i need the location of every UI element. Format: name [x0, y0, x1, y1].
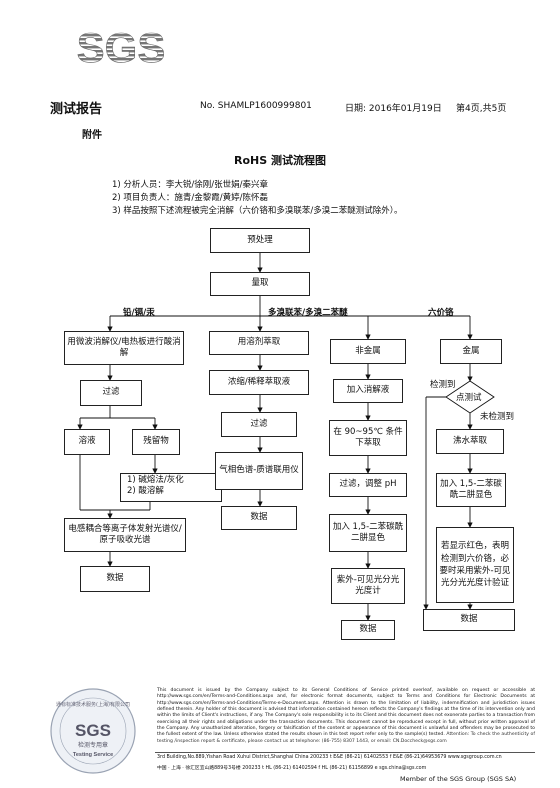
step-filter-metals: 过滤: [80, 380, 142, 406]
data-metals: 数据: [80, 566, 150, 592]
attachment-label: 附件: [82, 130, 102, 141]
step-add-digestion: 加入消解液: [333, 379, 403, 403]
address-en: 3rd Building,No.889,Yishan Road Xuhui Di…: [157, 755, 502, 760]
step-filter-ph: 过滤，调整 pH: [329, 473, 407, 497]
svg-text:SGS: SGS: [77, 24, 166, 71]
flowchart-title: RoHS 测试流程图: [234, 154, 326, 167]
testing-service-seal: 通标标准技术服务(上海)有限公司 SGS 检测专用章 Testing Servi…: [50, 688, 136, 774]
step-filter-pbb: 过滤: [221, 412, 297, 437]
step-solvent-extract: 用溶剂萃取: [209, 331, 309, 355]
step-solution: 溶液: [64, 429, 110, 455]
step-add-dpc-metal: 加入 1,5-二苯碳酰二肼显色: [436, 473, 506, 507]
address-cn: 中国 · 上海 · 徐汇区宜山路889号3号楼 200233 t HL (86-…: [157, 766, 427, 771]
residue-method-2: 2) 酸溶解: [127, 486, 164, 497]
svg-text:Testing Service: Testing Service: [73, 752, 113, 758]
report-title: 测试报告: [50, 102, 103, 117]
residue-method-1: 1) 碱熔法/灰化: [127, 475, 184, 485]
sgs-member-line: Member of the SGS Group (SGS SA): [400, 775, 517, 783]
footer-disclaimer: This document is issued by the Company s…: [157, 688, 535, 745]
step-extract-temp: 在 90~95℃ 条件下萃取: [329, 420, 407, 456]
report-number: No. SHAMLP1600999801: [200, 101, 312, 111]
step-icp-aas: 电感耦合等离子体发射光谱仪/原子吸收光谱: [64, 518, 186, 552]
branch-label-heavy-metals: 铅/镉/汞: [123, 308, 155, 318]
svg-text:通标标准技术服务(上海)有限公司: 通标标准技术服务(上海)有限公司: [56, 701, 130, 708]
branch-label-cr6: 六价铬: [428, 308, 454, 318]
data-metal: 数据: [423, 609, 515, 631]
step-pretreatment: 预处理: [210, 228, 310, 253]
data-nonmetal: 数据: [341, 620, 395, 640]
step-red-indication: 若显示红色，表明检测到六价铬，必要时采用紫外-可见光分光光度计验证: [436, 527, 514, 603]
svg-text:检测专用章: 检测专用章: [78, 741, 108, 749]
step-gcms: 气相色谱-质谱联用仪: [215, 452, 303, 490]
authenticity-attention: Attention: To check the authenticity of …: [157, 732, 535, 744]
step-metal: 金属: [440, 339, 502, 364]
report-date: 日期: 2016年01月19日: [345, 104, 442, 114]
step-weighing: 量取: [210, 272, 310, 296]
label-detected: 检测到: [430, 380, 456, 390]
svg-text:SGS: SGS: [75, 721, 111, 740]
branch-label-pbb-pbde: 多溴联苯/多溴二苯醚: [268, 308, 348, 318]
note-digestion: 3) 样品按照下述流程被完全消解（六价铬和多溴联苯/多溴二苯醚测试除外）。: [112, 206, 403, 216]
step-concentrate: 浓缩/稀释萃取液: [209, 370, 309, 395]
step-nonmetal: 非金属: [330, 339, 406, 364]
footer-divider: [155, 752, 535, 753]
note-project-lead: 2) 项目负责人：施青/金黎霞/黄婷/陈怀磊: [112, 193, 269, 203]
page-number: 第4页,共5页: [456, 104, 507, 114]
data-pbb: 数据: [221, 506, 297, 530]
step-residue-methods: 1) 碱熔法/灰化 2) 酸溶解: [120, 473, 222, 502]
step-boiling-water: 沸水萃取: [436, 429, 504, 454]
step-residue: 残留物: [132, 429, 180, 455]
label-not-detected: 未检测到: [480, 412, 515, 422]
step-add-dpc-nonmetal: 加入 1,5-二苯碳酰二肼显色: [329, 514, 407, 552]
note-analysts: 1) 分析人员：李大锐/徐刚/张世娟/秦兴章: [112, 180, 269, 190]
step-spot-test: 点测试: [456, 393, 482, 403]
disclaimer-text: This document is issued by the Company s…: [157, 688, 535, 738]
sgs-logo: SGS: [76, 24, 166, 72]
step-acid-digestion: 用微波消解仪/电热板进行酸消解: [64, 331, 184, 365]
step-uv-vis: 紫外-可见光分光光度计: [331, 568, 405, 604]
